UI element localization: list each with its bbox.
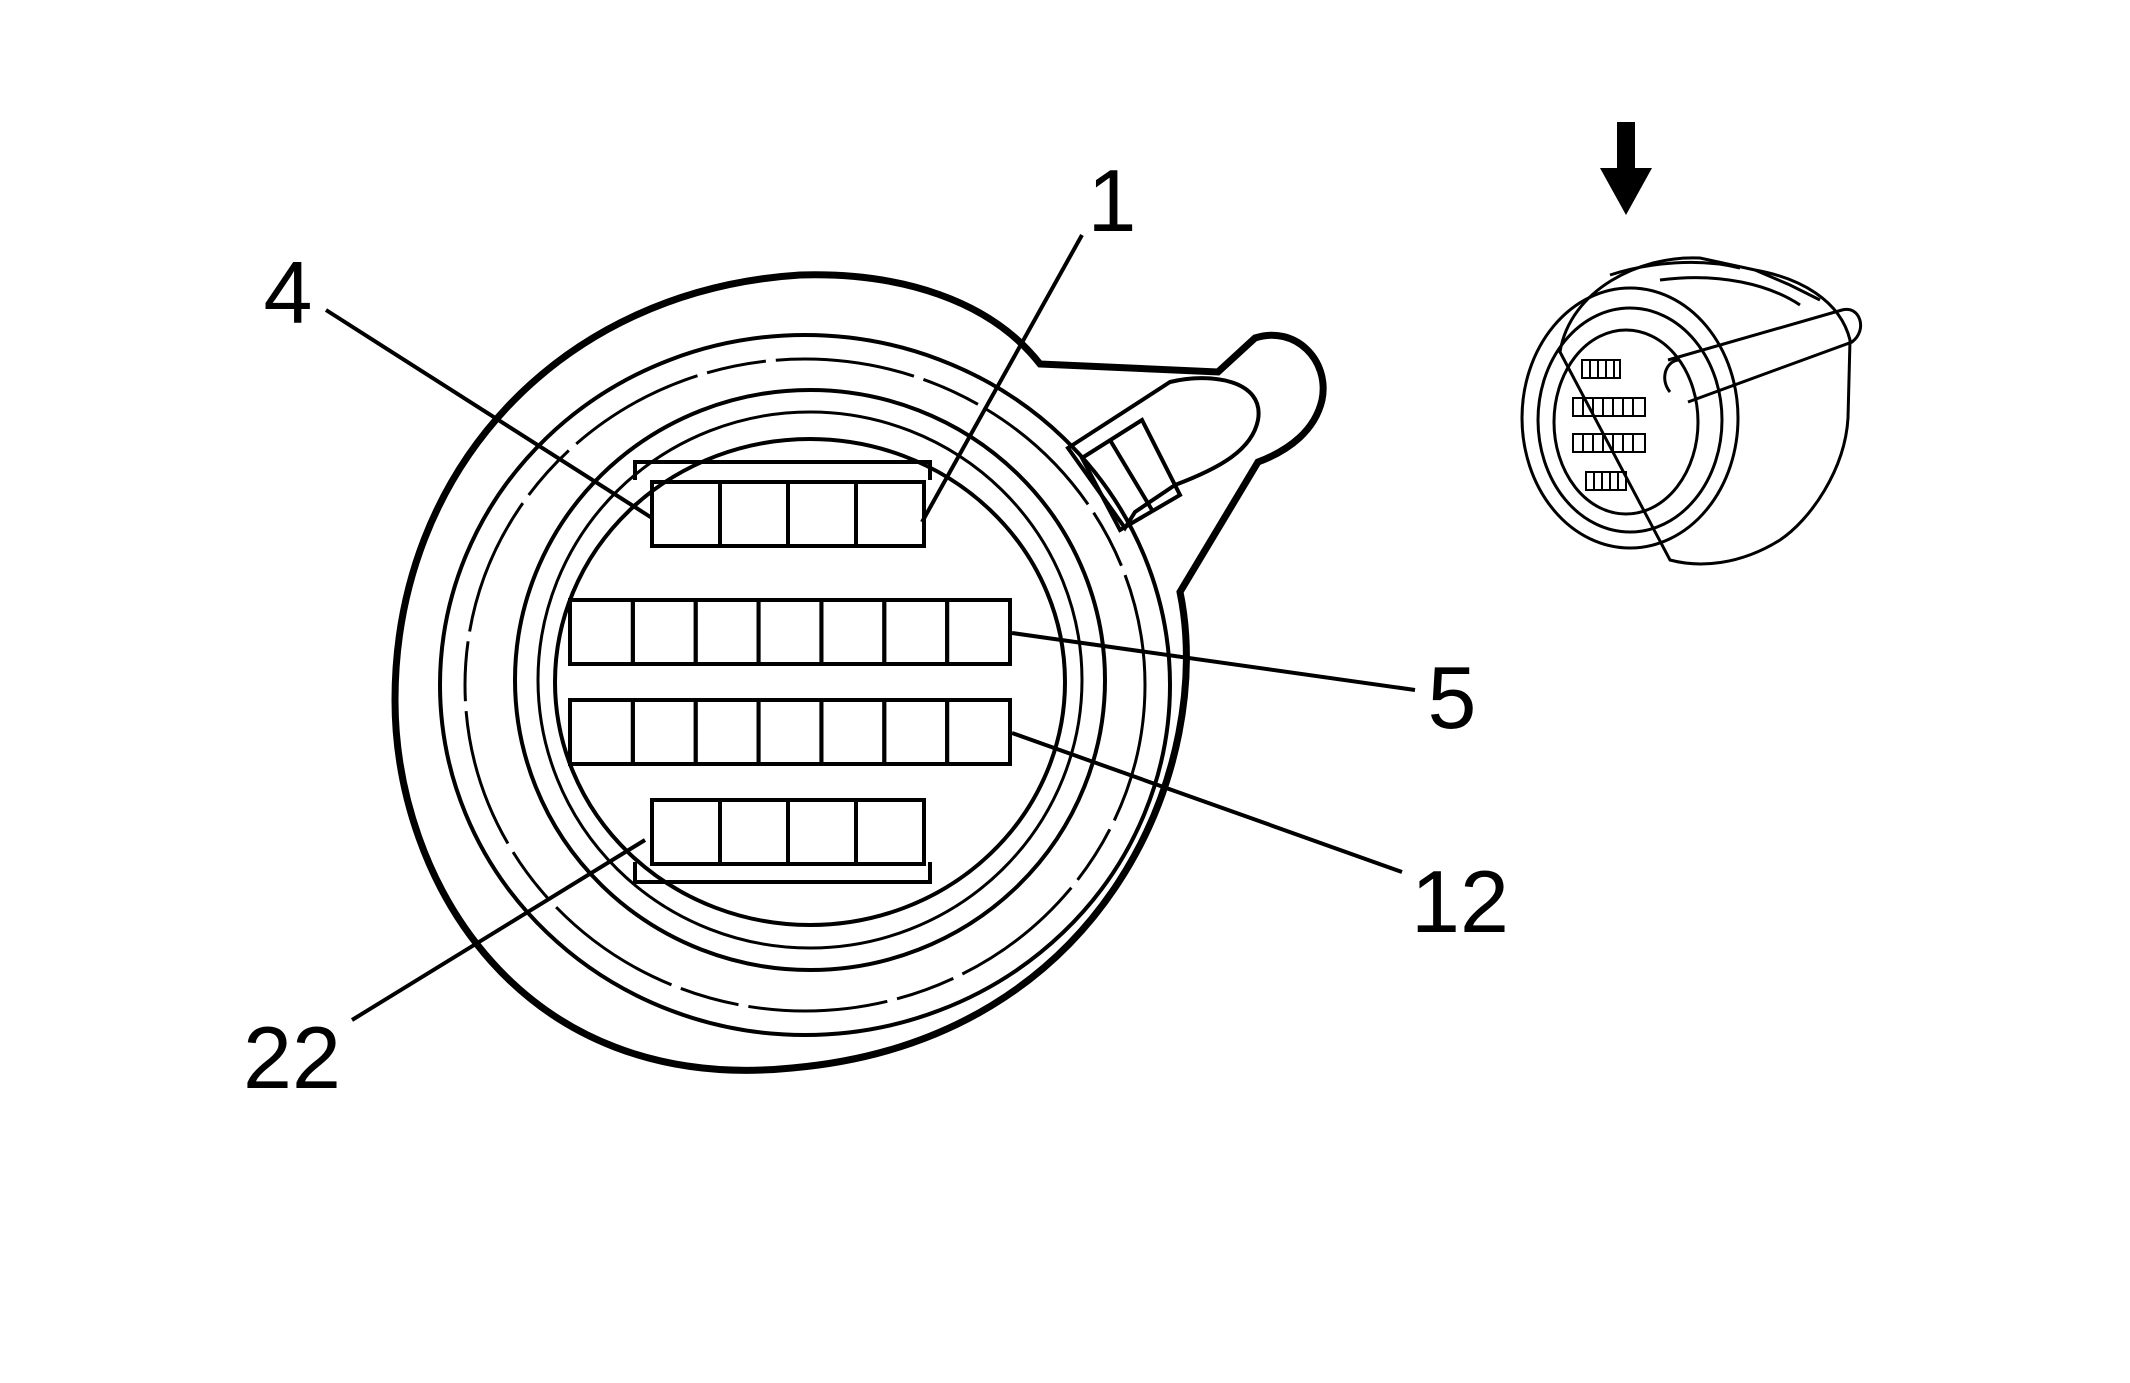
thumbnail-latch — [1667, 307, 1863, 404]
lower-cavity-bracket — [633, 862, 932, 884]
leader-pin-5 — [1011, 631, 1416, 692]
leader-pin-4 — [324, 308, 654, 520]
thumbnail-face-outer — [1520, 286, 1740, 550]
ring-3 — [513, 388, 1107, 972]
cavity-row-1-4 — [854, 480, 926, 548]
ring-4 — [536, 410, 1084, 950]
thumbnail-latch-end — [1663, 358, 1679, 393]
leader-pin-12 — [1011, 731, 1403, 874]
latch-slot — [1079, 417, 1183, 533]
ring-2 — [463, 357, 1147, 1013]
upper-cavity-bracket — [633, 460, 932, 480]
callout-pin-1: 1 — [1088, 151, 1137, 250]
latch-outline — [1065, 376, 1261, 532]
cavity-grid — [568, 480, 1013, 866]
leader-pin-1 — [920, 234, 1084, 523]
leader-pin-22 — [350, 838, 647, 1022]
thumbnail-ridges — [1609, 260, 1821, 307]
cavity-row-2-7 — [945, 598, 1013, 666]
connector-outer-shell — [391, 271, 1327, 1074]
arrow-down-icon — [1600, 122, 1652, 215]
connector-face — [391, 271, 1327, 1074]
callout-pin-4: 4 — [264, 243, 313, 342]
callout-pin-12: 12 — [1411, 852, 1509, 951]
cavity-row-3-7 — [945, 698, 1013, 766]
connector-thumbnail — [1520, 256, 1863, 566]
thumbnail-face-inner — [1552, 328, 1700, 516]
callout-pin-22: 22 — [243, 1008, 341, 1107]
cavity-row-4-4 — [854, 798, 926, 866]
callout-labels: 1 4 5 12 22 — [243, 151, 1509, 1107]
callout-pin-5: 5 — [1428, 648, 1477, 747]
leader-lines — [324, 234, 1416, 1022]
ring-5 — [553, 437, 1067, 927]
thumbnail-cavity-rows — [1572, 359, 1646, 491]
thumbnail-face-mid — [1536, 306, 1724, 534]
ring-1 — [438, 333, 1172, 1037]
